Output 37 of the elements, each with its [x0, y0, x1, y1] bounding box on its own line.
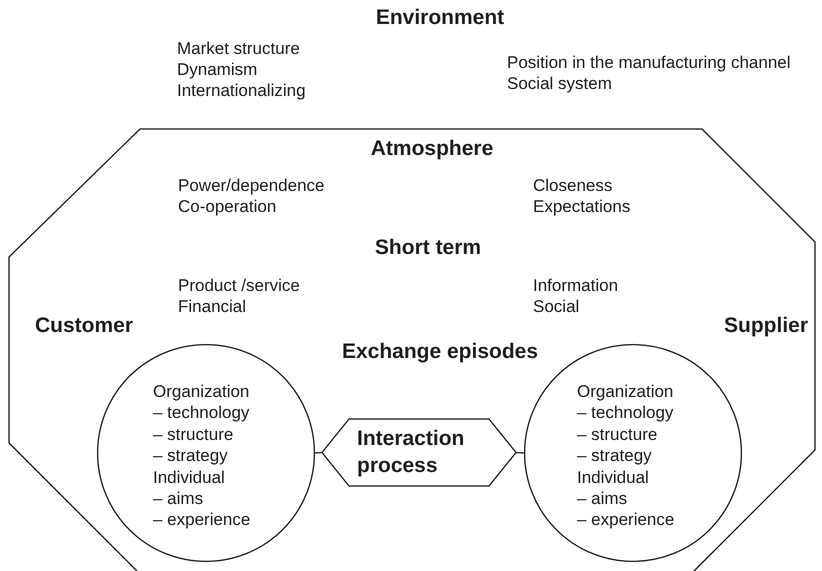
connector-line — [516, 452, 524, 454]
factor-text: Expectations — [533, 196, 630, 217]
section-heading: Short term — [374, 235, 482, 261]
party-attribute: – strategy — [577, 445, 652, 466]
party-attribute: – experience — [577, 509, 674, 530]
party-attribute: – strategy — [153, 445, 228, 466]
party-attribute: – experience — [153, 509, 250, 530]
party-attribute: – aims — [153, 488, 204, 509]
section-heading: Atmosphere — [370, 136, 494, 162]
factor-text: Co-operation — [178, 196, 276, 217]
party-attribute: – technology — [577, 402, 674, 424]
factor-text: Financial — [178, 296, 246, 317]
environment-factor: Social system — [507, 73, 612, 94]
party-attribute: Organization — [153, 381, 250, 402]
factor-text: Social — [533, 296, 580, 317]
party-attribute: – technology — [153, 402, 250, 424]
connector-line — [314, 452, 322, 454]
party-attribute: – structure — [577, 424, 658, 445]
environment-factor: Market structure — [177, 38, 300, 59]
party-attribute: Individual — [153, 466, 225, 488]
diagram-title: Environment — [376, 5, 504, 31]
environment-factor: Position in the manufacturing channel — [507, 52, 791, 73]
party-attribute: Organization — [577, 381, 674, 402]
party-heading: Customer — [35, 313, 134, 339]
factor-text: Product /service — [178, 275, 300, 296]
factor-text: Information — [533, 275, 618, 296]
interaction-hexagon — [322, 419, 516, 486]
section-heading: Exchange episodes — [342, 339, 538, 365]
process-label: Interaction process — [357, 426, 466, 479]
environment-factor: Dynamism — [177, 59, 258, 80]
factor-text: Closeness — [533, 175, 612, 196]
environment-factor: Internationalizing — [177, 80, 306, 101]
factor-text: Power/dependence — [178, 175, 325, 196]
party-attribute: Individual — [577, 466, 649, 488]
party-heading: Supplier — [724, 313, 808, 339]
party-attribute: – structure — [153, 424, 234, 445]
party-attribute: – aims — [577, 488, 628, 509]
